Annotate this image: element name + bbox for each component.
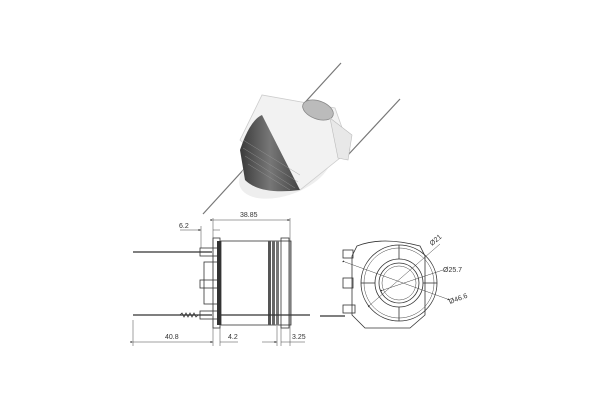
dim-flange-thickness: 4.2 [228, 334, 238, 341]
product-photo [202, 62, 401, 215]
end-view: Ø21 Ø25.7 Ø46.6 [320, 234, 469, 329]
side-view: 38.85 6.2 40.8 4.2 3.25 [130, 212, 310, 346]
dim-bore-diameter: Ø25.7 [443, 267, 462, 274]
dim-end-band: 3.25 [292, 334, 306, 341]
dim-inner-diameter: Ø21 [429, 234, 444, 248]
dim-overall-length: 38.85 [240, 212, 258, 219]
dim-lead-length: 40.8 [165, 334, 179, 341]
lead-wire-2 [347, 98, 401, 156]
dim-flange-offset: 6.2 [179, 223, 189, 230]
dim-outer-diameter: Ø46.6 [448, 293, 468, 306]
